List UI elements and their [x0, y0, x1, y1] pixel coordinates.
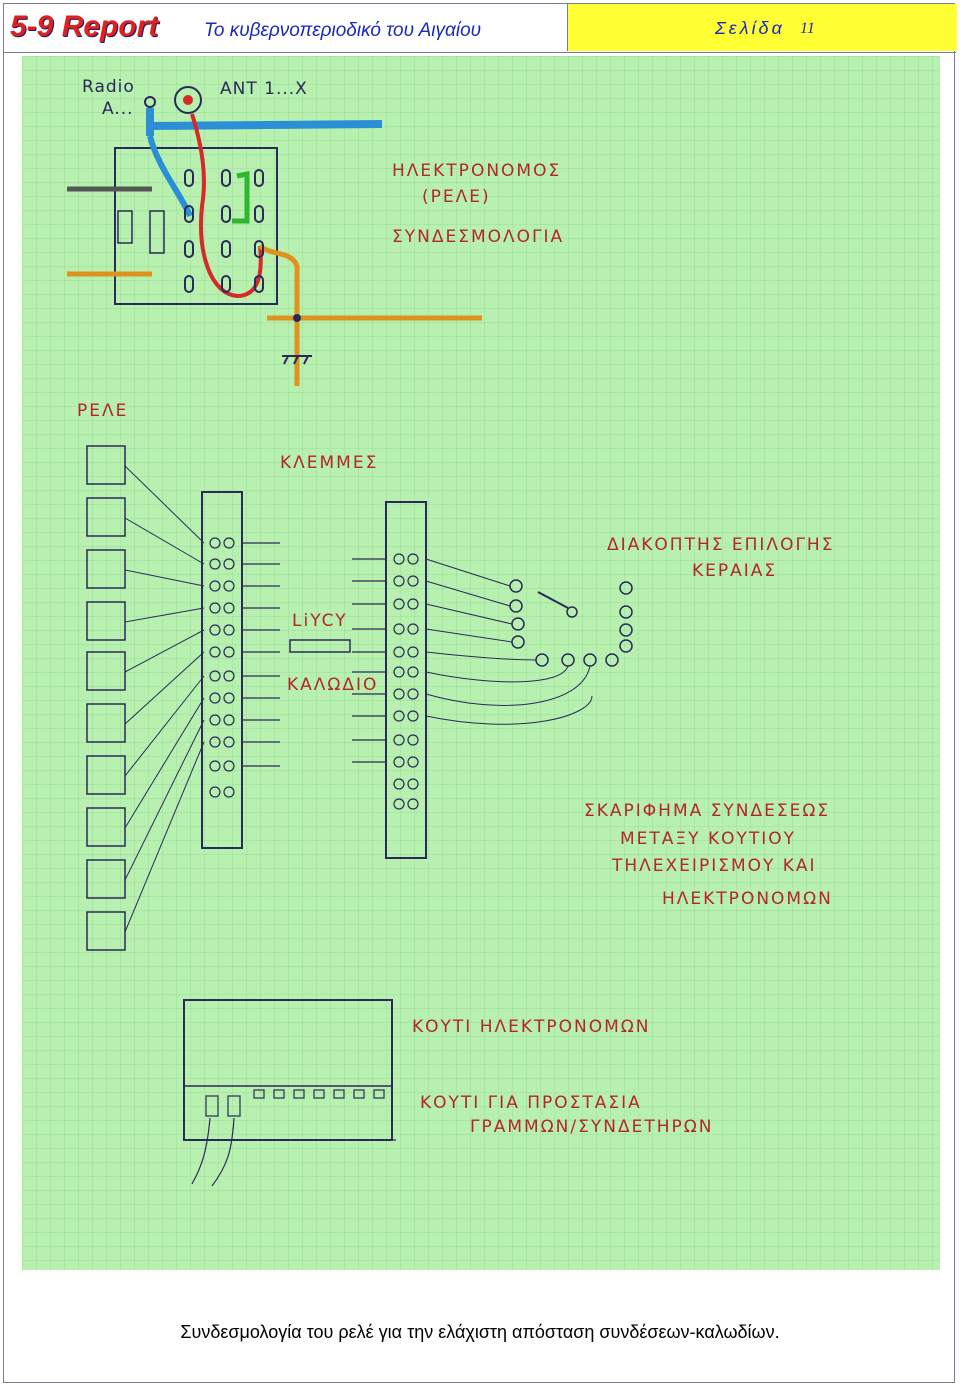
cable-symbol: [289, 639, 351, 653]
relay-contacts: [184, 169, 264, 293]
antenna-pin: [183, 95, 193, 105]
sketch-desc-line2: ΜΕΤΑΞΥ ΚΟΥΤΙΟΥ: [620, 829, 796, 849]
protection-label-line2: ΓΡΑΜΜΩΝ/ΣΥΝΔΕΤΗΡΩΝ: [470, 1117, 713, 1137]
magazine-brand: 5-9 Report: [10, 10, 159, 43]
switch-label-line1: ΔΙΑΚΟΠΤΗΣ ΕΠΙΛΟΓΗΣ: [607, 535, 834, 555]
switch-label-line2: ΚΕΡΑΙΑΣ: [692, 561, 777, 581]
radio-terminal: [144, 96, 156, 108]
green-wire: [232, 170, 250, 224]
switch-contacts: [509, 579, 633, 667]
radio-label: Radio: [82, 77, 135, 97]
sketch-desc-line1: ΣΚΑΡΙΦΗΜΑ ΣΥΝΔΕΣΕΩΣ: [584, 801, 830, 821]
relay-box-terminals: [205, 1089, 385, 1117]
figure-caption: Συνδεσμολογία του ρελέ για την ελάχιστη …: [180, 1322, 780, 1342]
terminal-screws-right: [393, 553, 419, 810]
ground-symbol: [282, 355, 312, 365]
relay-title: ΗΛΕΚΤΡΟΝΟΜΟΣ: [392, 161, 561, 181]
cable-ticks: [242, 542, 386, 767]
page-frame: [3, 3, 955, 1383]
orange-wire-right: [258, 243, 300, 386]
graph-grid: [22, 56, 940, 1270]
protection-label-line1: ΚΟΥΤΙ ΓΙΑ ΠΡΟΣΤΑΣΙΑ: [420, 1093, 642, 1113]
terminals-label: ΚΛΕΜΜΕΣ: [280, 453, 378, 473]
radio-sub-label: A...: [102, 99, 134, 119]
relay-wires: [124, 465, 205, 933]
wiring-label: ΣΥΝΔΕΣΜΟΛΟΓΙΑ: [392, 227, 564, 247]
sketch-drawing: Radio A... ANT 1...X: [22, 56, 940, 1270]
switch-lever: [537, 591, 569, 609]
switch-wires: [425, 558, 593, 725]
ground-junction: [293, 314, 301, 322]
blue-wire-inner: [147, 135, 193, 218]
page-number-box: Σελίδα 11: [567, 4, 957, 51]
relay-title-sub: (ΡΕΛΕ): [422, 187, 491, 207]
red-wire: [190, 113, 263, 299]
terminal-screws-left: [209, 537, 235, 798]
relay-box-label: ΚΟΥΤΙ ΗΛΕΚΤΡΟΝΟΜΩΝ: [412, 1017, 651, 1037]
relay-body: [114, 147, 278, 305]
page-number: 11: [800, 20, 815, 37]
antenna-connector: [174, 86, 202, 114]
diode-symbol: [117, 210, 133, 244]
wiring-sketch: Radio A... ANT 1...X: [22, 56, 940, 1270]
magazine-subtitle: Το κυβερνοπεριοδικό του Αιγαίου: [204, 20, 482, 41]
antenna-label: ANT 1...X: [220, 79, 308, 99]
cable-type-label: LiYCY: [292, 611, 348, 631]
blue-wire-top: [146, 108, 383, 136]
page-label: Σελίδα: [715, 18, 785, 38]
sketch-desc-line3: ΤΗΛΕΧΕΙΡΙΣΜΟΥ ΚΑΙ: [611, 856, 817, 876]
terminal-strip-left: [201, 491, 243, 849]
terminal-strip-right: [385, 501, 427, 859]
cable-label: ΚΑΛΩΔΙΟ: [287, 675, 378, 695]
box-cables: [191, 1117, 235, 1187]
resistor-symbol: [149, 210, 165, 254]
relays-label: ΡΕΛΕ: [77, 401, 128, 421]
relay-sketch: Radio A... ANT 1...X: [67, 77, 564, 386]
sketch-desc-line4: ΗΛΕΚΤΡΟΝΟΜΩΝ: [662, 889, 833, 909]
page-header: 5-9 Report Το κυβερνοπεριοδικό του Αιγαί…: [4, 4, 957, 53]
